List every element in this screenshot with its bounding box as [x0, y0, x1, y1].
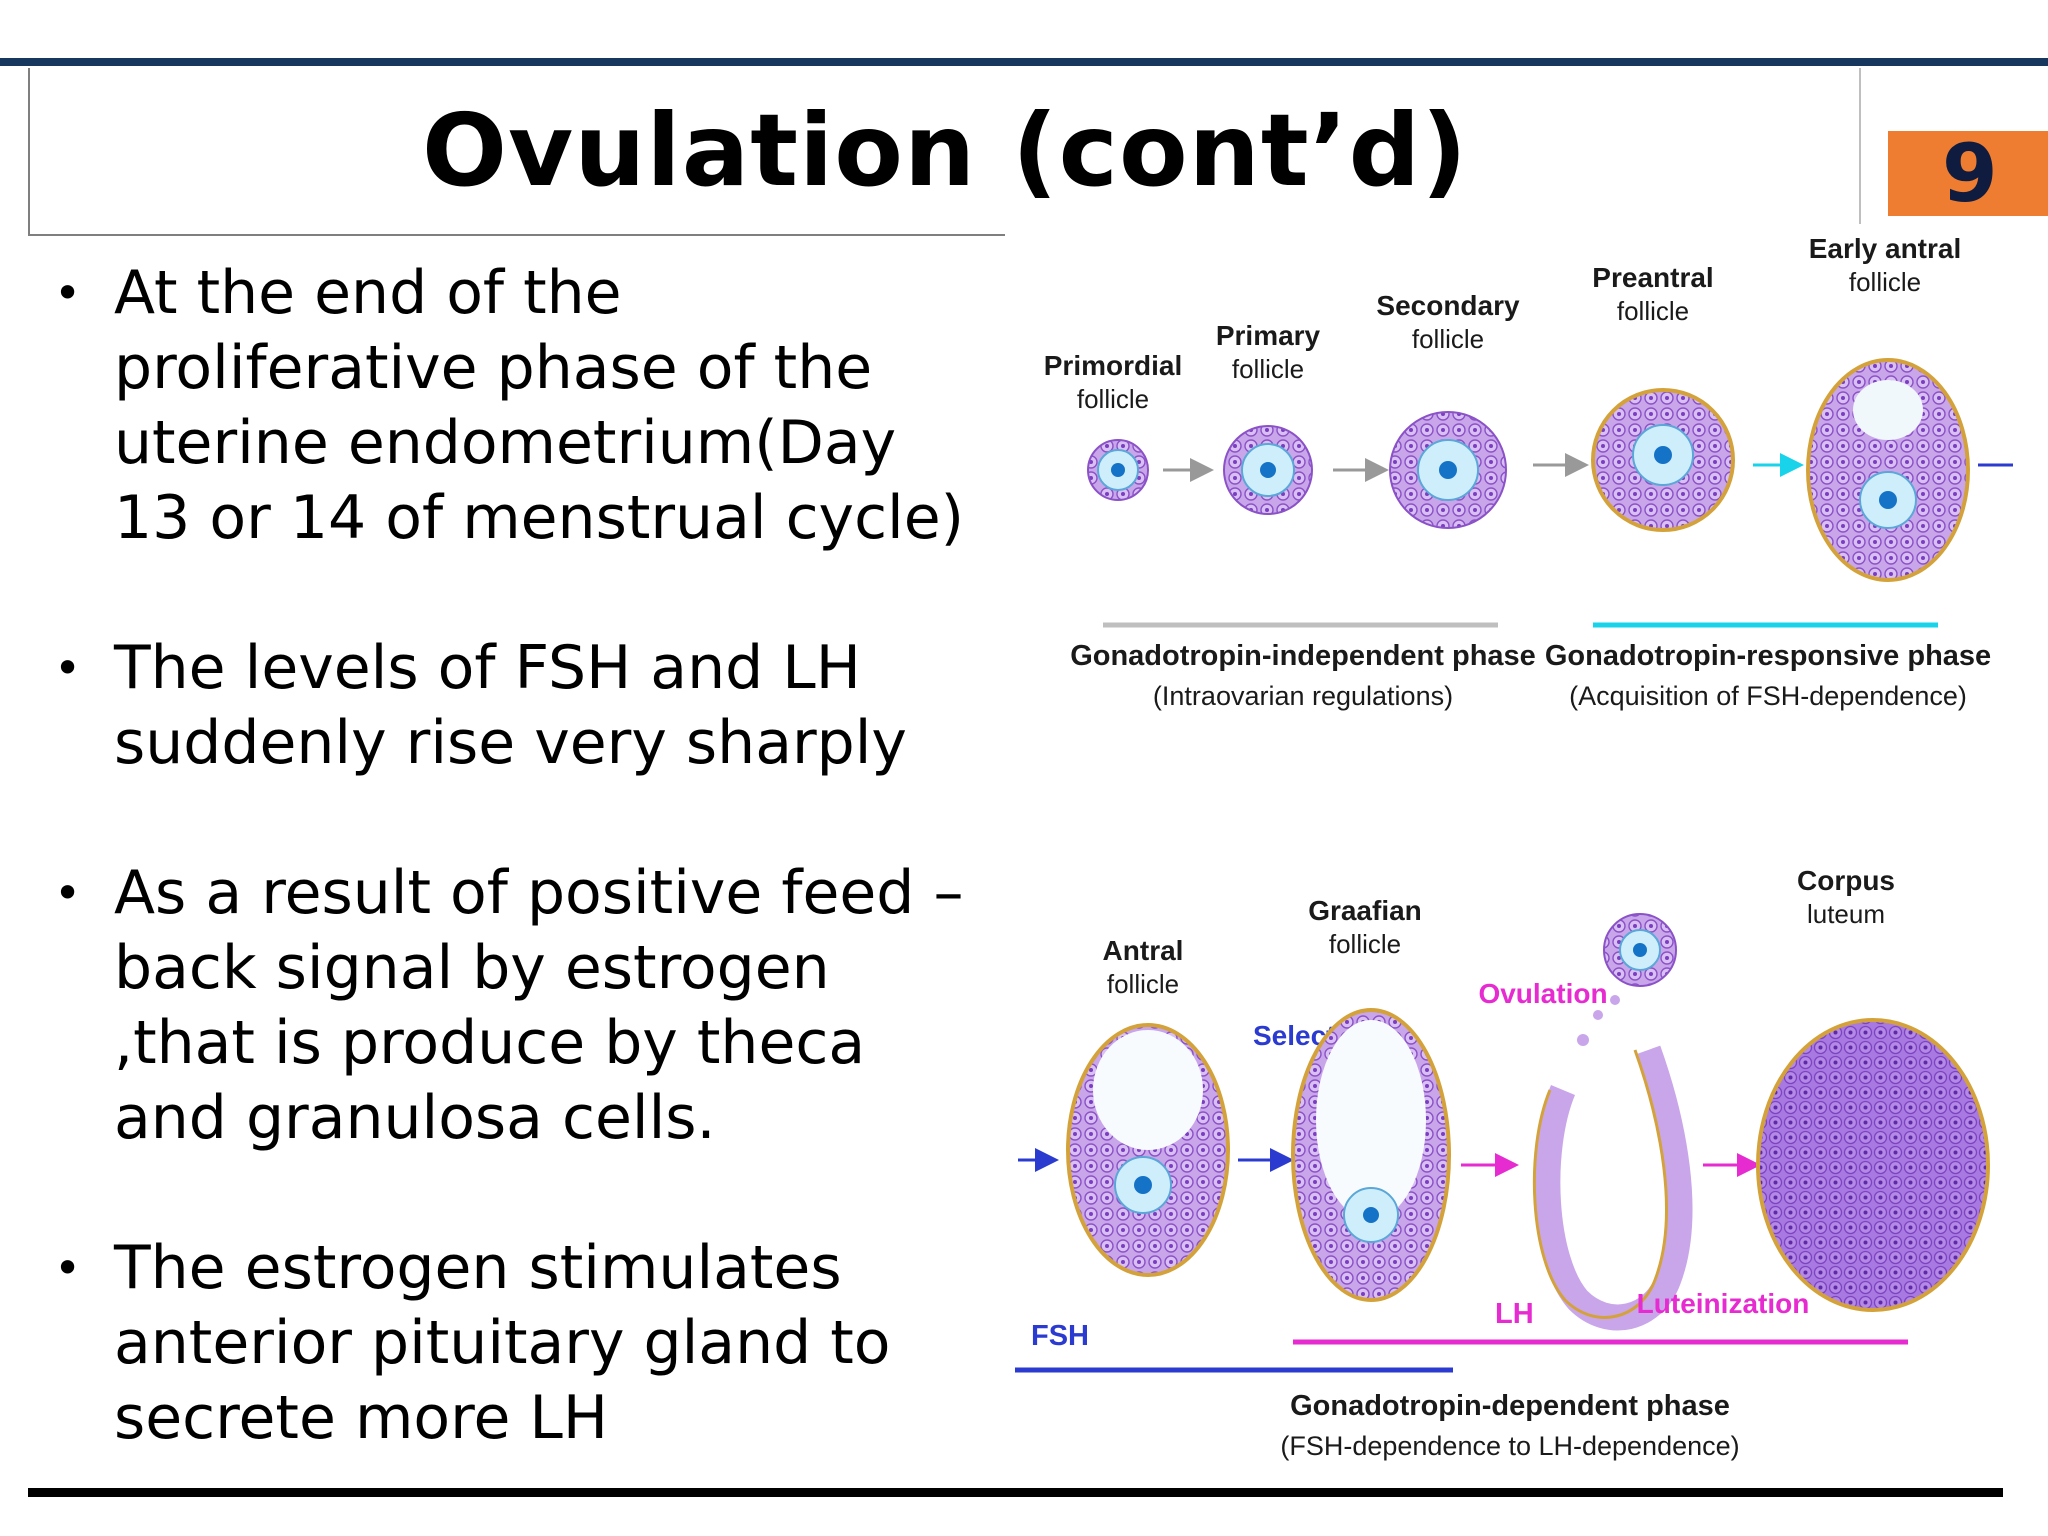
bullet-item: • As a result of positive feed – back sig… [40, 856, 970, 1156]
svg-text:follicle: follicle [1849, 267, 1921, 297]
phase3-title: Gonadotropin-dependent phase [1290, 1390, 1730, 1422]
bullet-item: • The levels of FSH and LH suddenly rise … [40, 631, 970, 781]
ruptured-follicle [1532, 995, 1693, 1331]
early-antral-follicle [1806, 358, 1970, 582]
svg-text:follicle: follicle [1617, 296, 1689, 326]
svg-text:Graafian: Graafian [1308, 895, 1422, 926]
follicle-development-diagram: Primordial follicle Primary follicle Sec… [1003, 230, 2048, 1480]
svg-text:Primary: Primary [1216, 320, 1321, 351]
header-separator [1859, 68, 1861, 224]
phase3-subtitle: (FSH-dependence to LH-dependence) [1280, 1431, 1739, 1461]
primordial-follicle-label: Primordial follicle [1044, 350, 1182, 414]
ovulation-label: Ovulation [1478, 978, 1607, 1009]
bullet-dot-icon: • [54, 1241, 82, 1295]
bullet-item: • At the end of the proliferative phase o… [40, 256, 970, 556]
bullet-dot-icon: • [54, 266, 82, 320]
primordial-follicle [1087, 439, 1149, 501]
bullet-text: At the end of the proliferative phase of… [114, 258, 965, 553]
svg-text:Primordial: Primordial [1044, 350, 1182, 381]
svg-text:Secondary: Secondary [1376, 290, 1520, 321]
svg-text:Preantral: Preantral [1592, 262, 1713, 293]
corpus-luteum [1756, 1018, 1990, 1312]
phase2-subtitle: (Acquisition of FSH-dependence) [1569, 681, 1967, 711]
luteinization-label: Luteinization [1637, 1288, 1810, 1319]
early-antral-follicle-label: Early antral follicle [1809, 233, 1962, 297]
bullet-dot-icon: • [54, 641, 82, 695]
bullet-dot-icon: • [54, 866, 82, 920]
phase1-subtitle: (Intraovarian regulations) [1153, 681, 1453, 711]
graafian-follicle-label: Graafian follicle [1308, 895, 1422, 959]
svg-text:luteum: luteum [1807, 899, 1885, 929]
secondary-follicle-label: Secondary follicle [1376, 290, 1520, 354]
svg-text:follicle: follicle [1412, 324, 1484, 354]
svg-text:follicle: follicle [1232, 354, 1304, 384]
primary-follicle [1223, 425, 1313, 515]
graafian-follicle [1291, 1008, 1451, 1302]
svg-text:Corpus: Corpus [1797, 865, 1895, 896]
preantral-follicle-label: Preantral follicle [1592, 262, 1713, 326]
title-frame [28, 68, 1005, 236]
lh-label: LH [1495, 1298, 1534, 1330]
antral-follicle-label: Antral follicle [1103, 935, 1184, 999]
primary-follicle-label: Primary follicle [1216, 320, 1321, 384]
bullet-text: The estrogen stimulates anterior pituita… [114, 1233, 891, 1453]
svg-text:follicle: follicle [1329, 929, 1401, 959]
bullet-list: • At the end of the proliferative phase o… [40, 256, 970, 1531]
page-number-badge: 9 [1888, 131, 2048, 216]
antral-follicle [1066, 1023, 1230, 1277]
svg-text:follicle: follicle [1077, 384, 1149, 414]
corpus-luteum-label: Corpus luteum [1797, 865, 1895, 929]
bullet-item: • The estrogen stimulates anterior pituit… [40, 1231, 970, 1456]
phase2-title: Gonadotropin-responsive phase [1545, 640, 1991, 672]
secondary-follicle [1389, 411, 1507, 529]
preantral-follicle [1591, 388, 1735, 532]
top-rule [0, 58, 2048, 66]
svg-text:Antral: Antral [1103, 935, 1184, 966]
slide-title: Ovulation (cont’d) [422, 92, 1468, 209]
bullet-text: The levels of FSH and LH suddenly rise v… [114, 633, 907, 778]
svg-text:follicle: follicle [1107, 969, 1179, 999]
phase1-title: Gonadotropin-independent phase [1070, 640, 1536, 672]
svg-text:Early antral: Early antral [1809, 233, 1962, 264]
bottom-rule [28, 1488, 2003, 1497]
ovulated-oocyte [1603, 913, 1677, 987]
fsh-label: FSH [1031, 1320, 1089, 1352]
bullet-text: As a result of positive feed – back sign… [114, 858, 964, 1153]
